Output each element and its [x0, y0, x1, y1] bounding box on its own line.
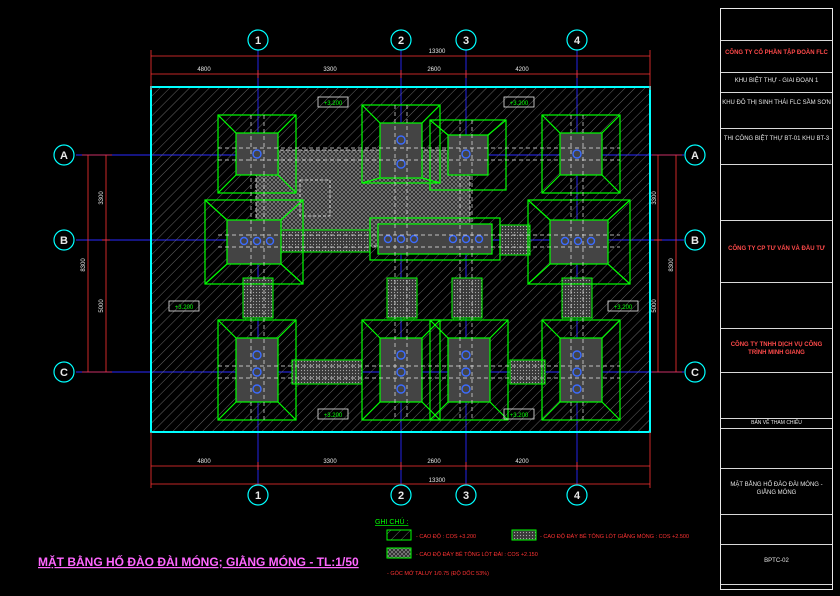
- grid-label: 2: [398, 490, 404, 502]
- legend-note: - GÓC MỞ TALUY 1/0.75 (ĐỘ DỐC 53%): [387, 570, 489, 577]
- tie-beams: [242, 224, 593, 385]
- dim-segment: 4200: [515, 67, 529, 73]
- legend-swatch: [511, 529, 537, 541]
- tb-blank-1: [721, 165, 832, 221]
- grid-label: 3: [463, 490, 469, 502]
- level-tag: +3.200: [324, 413, 343, 419]
- legend-item: - CAO ĐỘ ĐÁY BÊ TÔNG LÓT ĐÀI : COS +2.15…: [416, 550, 538, 558]
- grid-bubbles: [53, 29, 706, 506]
- grid-label: 4: [574, 490, 581, 502]
- dim-total-bottom: 13300: [429, 478, 446, 484]
- tb-blank-2: [721, 283, 832, 329]
- bottom-dimensions: [150, 432, 651, 488]
- tb-blank-4: [721, 429, 832, 469]
- legend-swatch: [386, 529, 412, 541]
- level-tag: +3.200: [324, 101, 343, 107]
- dim-segment: 3300: [323, 67, 337, 73]
- dim-segment: 3300: [323, 459, 337, 465]
- level-tag: +3.200: [510, 413, 529, 419]
- tb-ref: BẢN VẼ THAM CHIẾU: [721, 419, 832, 429]
- grid-label: C: [60, 367, 68, 379]
- grid-label: B: [60, 235, 68, 247]
- piles: [239, 135, 596, 394]
- grid-label: A: [691, 150, 699, 162]
- level-tag: +3.200: [614, 305, 633, 311]
- legend-swatch: [386, 547, 412, 559]
- grid-label: B: [691, 235, 699, 247]
- grid-label: 3: [463, 35, 469, 47]
- dim-segment: 3300: [652, 191, 658, 205]
- legend-item: - CAO ĐỘ : COS +3.200: [416, 533, 476, 540]
- dim-segment: 3300: [99, 191, 105, 205]
- dim-segment: 5000: [652, 299, 658, 313]
- tb-consultant: CÔNG TY CP TƯ VẤN VÀ ĐẦU TƯ: [721, 221, 832, 283]
- tb-sheet-no: BPTC-02: [721, 545, 832, 585]
- title-block: CÔNG TY CỔ PHẦN TẬP ĐOÀN FLC KHU BIỆT TH…: [720, 8, 833, 590]
- tb-sheet-title: MẶT BẰNG HỐ ĐÀO ĐÀI MÓNG - GIẰNG MÓNG: [721, 469, 832, 515]
- legend-item: - CAO ĐỘ ĐÁY BÊ TÔNG LÓT GIẰNG MÓNG : CO…: [540, 532, 689, 540]
- level-tags: [168, 96, 639, 420]
- grid-label: 2: [398, 35, 404, 47]
- tb-project-b: KHU ĐÔ THỊ SINH THÁI FLC SẦM SƠN: [721, 93, 832, 129]
- dim-segment: 2600: [427, 459, 441, 465]
- grid-label: 1: [255, 35, 261, 47]
- tb-logo: [721, 9, 832, 41]
- tb-company: CÔNG TY CỔ PHẦN TẬP ĐOÀN FLC: [721, 41, 832, 73]
- dim-segment: 5000: [99, 299, 105, 313]
- right-dimensions: [652, 154, 682, 373]
- grid-label: C: [691, 367, 699, 379]
- level-tag: +3.200: [510, 101, 529, 107]
- tb-blank-5: [721, 515, 832, 545]
- legend-heading: GHI CHÚ :: [375, 517, 409, 526]
- drawing-title: MẶT BẰNG HỐ ĐÀO ĐÀI MÓNG; GIẰNG MÓNG - T…: [38, 554, 359, 569]
- grid-label: A: [60, 150, 68, 162]
- dim-segment: 4800: [197, 459, 211, 465]
- dim-segment: 4800: [197, 67, 211, 73]
- dim-segment: 4200: [515, 459, 529, 465]
- tb-work: THI CÔNG BIỆT THỰ BT-01 KHU BT-3: [721, 129, 832, 165]
- dim-segment: 2600: [427, 67, 441, 73]
- dim-total-top: 13300: [429, 49, 446, 55]
- beam-centerlines: [218, 105, 620, 420]
- dim-total-right: 8300: [669, 258, 675, 272]
- grid-label: 1: [255, 490, 261, 502]
- level-tag: +3.200: [175, 305, 194, 311]
- tb-blank-3: [721, 373, 832, 419]
- left-dimensions: [82, 154, 112, 373]
- footing-pits: [204, 104, 631, 421]
- tb-project-a: KHU BIỆT THỰ - GIAI ĐOẠN 1: [721, 73, 832, 93]
- dim-total-left: 8300: [81, 258, 87, 272]
- top-dimensions: [150, 50, 651, 90]
- grid-label: 4: [574, 35, 581, 47]
- tb-builder: CÔNG TY TNHH DỊCH VỤ CÔNG TRÌNH MINH GIA…: [721, 329, 832, 373]
